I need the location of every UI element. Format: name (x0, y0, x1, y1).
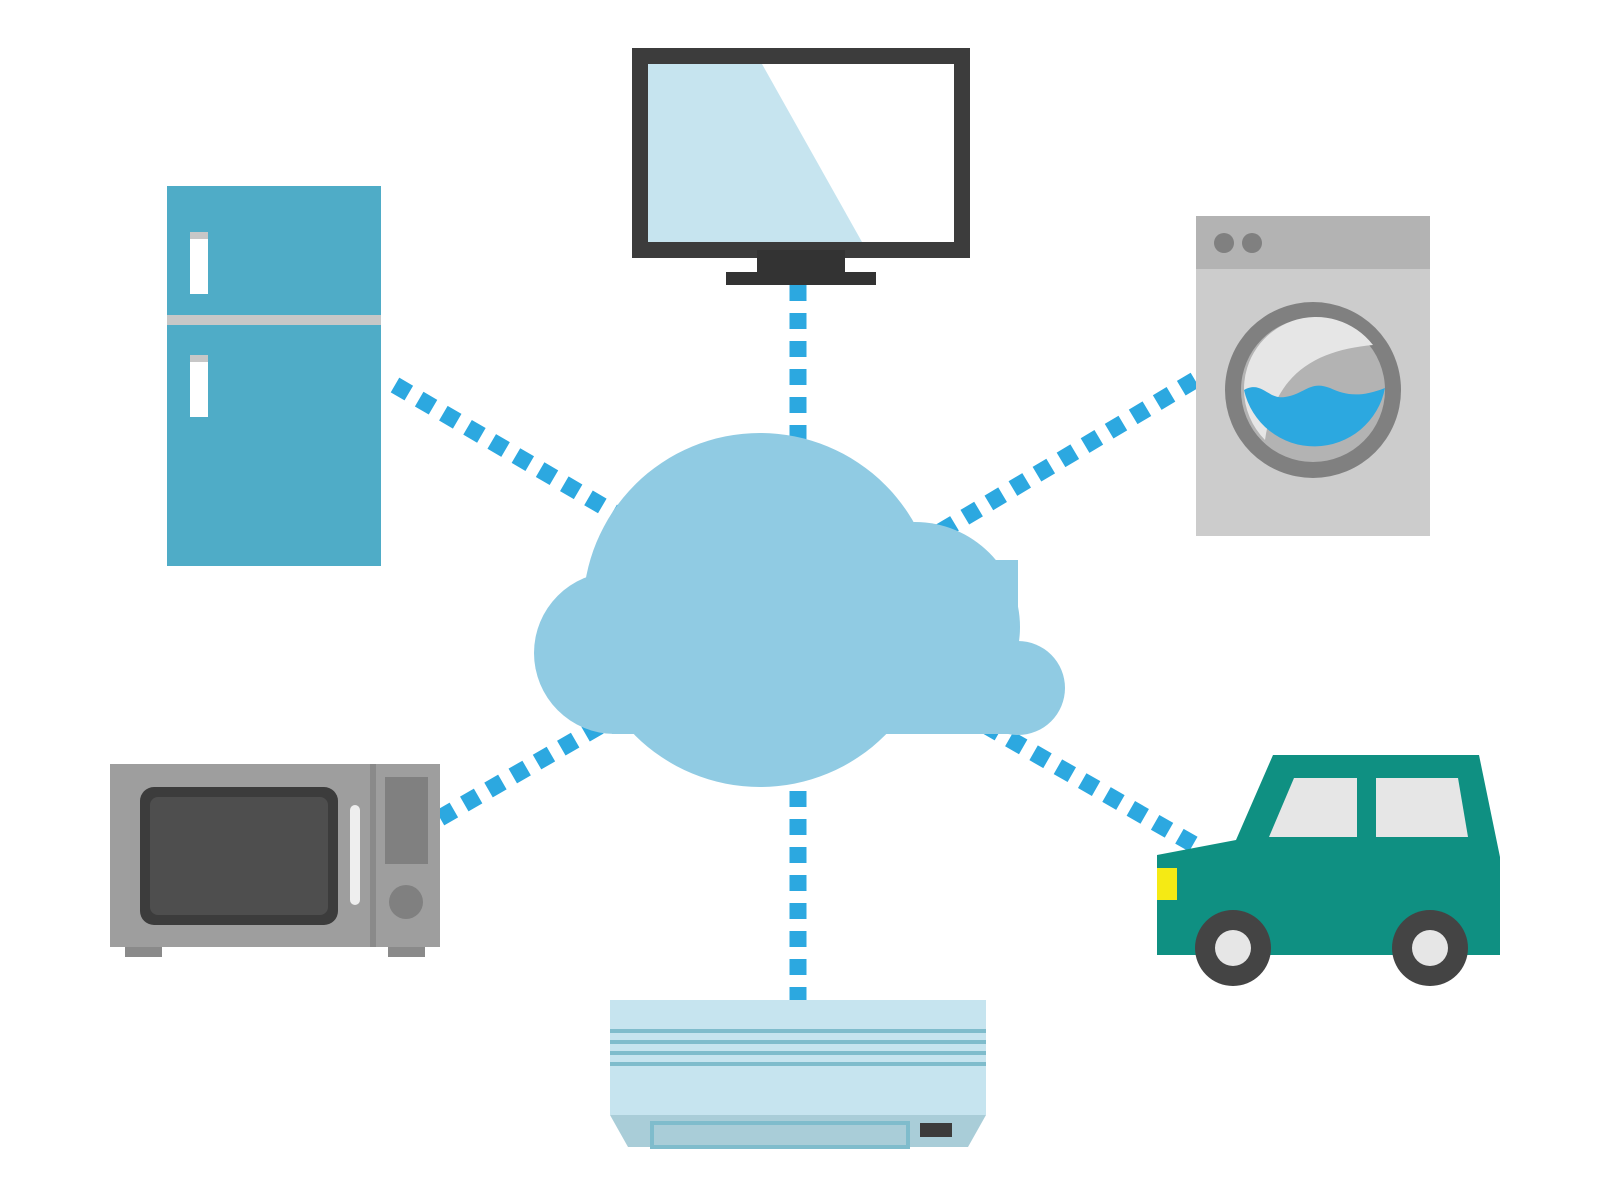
connector-refrigerator (390, 377, 640, 533)
connector-car (980, 717, 1205, 856)
connector-microwave (435, 712, 615, 826)
washing-machine-icon (1196, 216, 1430, 536)
connector-washing-machine (930, 372, 1200, 543)
microwave-icon (110, 764, 440, 957)
cloud-icon (534, 433, 1065, 787)
connectors (390, 285, 1205, 1000)
car-icon (1157, 755, 1500, 986)
air-conditioner-icon (610, 1000, 986, 1149)
tv-icon (632, 48, 970, 285)
refrigerator-icon (167, 186, 381, 566)
